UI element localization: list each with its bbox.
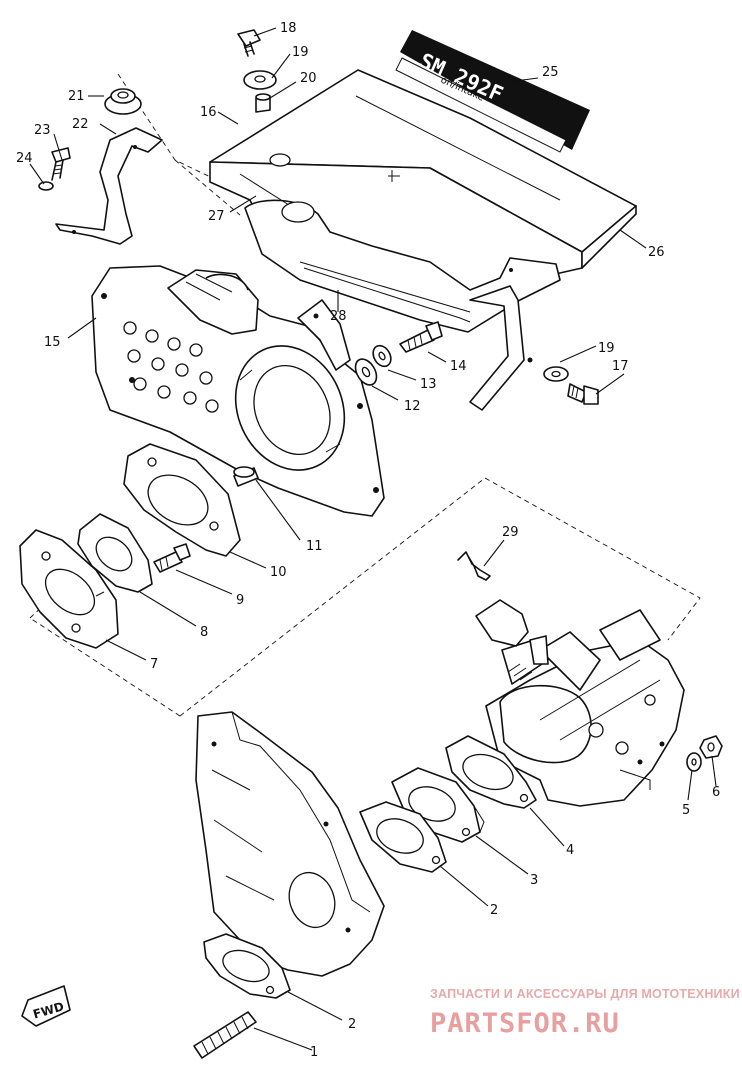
callout-27: 27 [208,209,225,224]
callout-18: 18 [280,21,297,36]
callout-16: 16 [200,105,217,120]
washer-19-top [243,70,277,90]
callout-labels: 1 2 2 3 4 5 6 7 8 9 10 11 12 13 14 15 16… [16,21,720,1060]
callout-15: 15 [44,335,61,350]
gasket-2-lower [203,933,291,999]
callout-8: 8 [200,625,208,640]
callout-22: 22 [72,117,89,132]
leader-lines [29,27,717,1051]
callout-13: 13 [420,377,437,392]
screw-18 [237,29,261,57]
gasket-2-mid [359,801,447,873]
silencer-case-15 [91,265,385,517]
intake-manifold [195,711,385,977]
callout-10: 10 [270,565,287,580]
washer-12 [354,358,378,386]
callout-23: 23 [34,123,51,138]
grommet-21 [104,88,142,115]
washer-19-right [543,366,569,382]
screw-17 [567,383,599,405]
callout-1: 1 [310,1045,318,1060]
washer-13 [372,344,392,368]
callout-19-right: 19 [598,341,615,356]
collar-11 [233,466,259,487]
callout-14: 14 [450,359,467,374]
callout-2-lower: 2 [348,1017,356,1032]
bolt-14 [399,321,443,353]
cover-7 [19,529,119,649]
fwd-arrow: FWD [21,985,71,1027]
callout-21: 21 [68,89,85,104]
callout-20: 20 [300,71,317,86]
callout-5: 5 [682,803,690,818]
callout-17: 17 [612,359,629,374]
callout-6: 6 [712,785,720,800]
callout-25: 25 [542,65,559,80]
screw-23 [51,147,71,181]
callout-9: 9 [236,593,244,608]
callout-11: 11 [306,539,323,554]
washer-5 [686,752,702,772]
silencer-holes [123,321,219,413]
callout-26: 26 [648,245,665,260]
callout-4: 4 [566,843,574,858]
callout-19-top: 19 [292,45,309,60]
callout-2-mid: 2 [490,903,498,918]
callout-3: 3 [530,873,538,888]
stud-1 [193,1011,257,1059]
callout-24: 24 [16,151,33,166]
upper-assembly-line [117,73,251,216]
spacer-3 [391,767,485,843]
gasket-4 [445,735,537,809]
gasket-10 [123,443,241,557]
watermark: ЗАПЧАСТИ И АКСЕССУАРЫ ДЛЯ МОТОТЕХНИКИ PA… [430,987,740,1039]
plate-8 [77,513,153,593]
callout-29: 29 [502,525,519,540]
carburetor [475,599,685,807]
callout-28: 28 [330,309,347,324]
collar-20 [255,93,271,113]
nut-6 [699,735,723,759]
watermark-top-text: ЗАПЧАСТИ И АКСЕССУАРЫ ДЛЯ МОТОТЕХНИКИ [430,987,740,1001]
watermark-logo-text: PARTSFOR.RU [430,1008,620,1039]
screw-9 [153,543,191,573]
callout-7: 7 [150,657,158,672]
intake-silencer-cover [209,69,637,411]
spring-29 [457,551,491,581]
bracket-22 [55,127,163,245]
washer-24 [38,181,54,191]
callout-12: 12 [404,399,421,414]
